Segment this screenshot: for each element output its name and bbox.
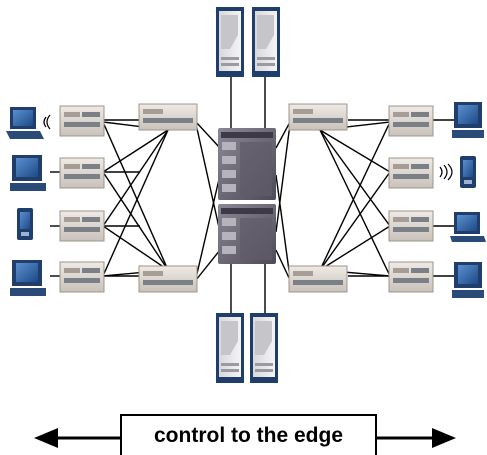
access-switch-left-4 xyxy=(59,261,105,293)
caption-label: control to the edge xyxy=(154,423,343,447)
caption-box: control to the edge xyxy=(120,414,377,455)
core-router-bottom xyxy=(218,204,276,264)
access-switch-right-3 xyxy=(388,210,434,242)
core-router-top xyxy=(218,128,276,200)
laptop-icon xyxy=(6,107,44,139)
desktop-computer-icon xyxy=(452,102,484,138)
access-switch-right-2 xyxy=(388,157,434,189)
desktop-computer-icon xyxy=(452,262,484,298)
server-top-right xyxy=(252,7,280,77)
server-bottom-right xyxy=(250,313,278,383)
wireless-signal-icon xyxy=(439,163,453,181)
left-arrow-icon xyxy=(34,428,120,448)
server-top-left xyxy=(216,7,244,77)
server-bottom-left xyxy=(216,313,244,383)
access-switch-right-1 xyxy=(388,105,434,137)
desktop-computer-icon xyxy=(10,155,46,191)
desktop-computer-icon xyxy=(10,260,46,296)
distribution-switch-right-bottom xyxy=(288,265,348,293)
laptop-icon xyxy=(450,212,486,242)
access-switch-left-2 xyxy=(59,157,105,189)
distribution-switch-right-top xyxy=(288,103,348,131)
distribution-switch-left-top xyxy=(138,103,198,131)
network-links xyxy=(50,75,455,315)
right-arrow-icon xyxy=(377,428,456,448)
pda-icon xyxy=(17,208,33,240)
pda-icon xyxy=(460,156,476,188)
access-switch-right-4 xyxy=(388,261,434,293)
wireless-signal-icon xyxy=(43,114,51,130)
access-switch-left-1 xyxy=(59,105,105,137)
access-switch-left-3 xyxy=(59,210,105,242)
distribution-switch-left-bottom xyxy=(138,265,198,293)
